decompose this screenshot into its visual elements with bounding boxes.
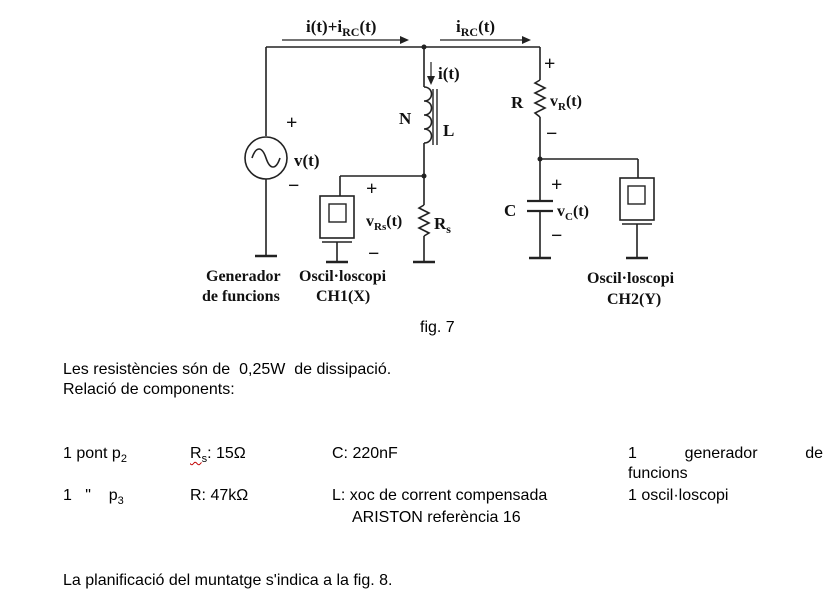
row1-generator: 1 generador de [628,444,823,463]
inductor-coil [423,86,433,144]
label-vr: vR(t) [550,93,582,113]
row1-capacitor: C: 220nF [332,445,398,462]
label-vc-plus: + [551,174,562,196]
row1-qty: 1 pont p2 [63,445,127,466]
row2-inductor-line1: L: xoc de corrent compensada [332,487,548,504]
label-v-plus: + [286,112,297,134]
label-vrs-plus: + [366,178,377,200]
label-c: C [504,201,516,220]
label-vc: vC(t) [557,203,589,223]
resistor-r [533,79,547,118]
resistor-rs [417,204,431,237]
junction-node-rc [537,156,543,162]
label-vrs: vRs(t) [366,213,402,233]
label-vt: v(t) [294,151,319,170]
label-generator-2: de funcions [202,288,280,305]
row2-resistor: R: 47kΩ [190,487,249,504]
label-generator-1: Generador [206,268,281,285]
label-vc-minus: − [551,225,562,247]
label-i-plus-irc: i(t)+iRC(t) [306,17,376,39]
label-vrs-minus: − [368,243,379,265]
oscilloscope-ch1-icon [319,195,355,239]
label-vr-minus: − [546,123,557,145]
row1-generator-word1: 1 [628,445,637,462]
label-rs: Rs [434,214,451,236]
label-osc1-2: CH1(X) [316,288,370,305]
row2-inductor-line2: ARISTON referència 16 [352,509,521,526]
row2-oscilloscope: 1 oscil·loscopi [628,487,729,504]
label-osc2-2: CH2(Y) [607,291,661,308]
label-irc: iRC(t) [456,17,495,39]
label-osc2-1: Oscil·loscopi [587,270,675,287]
junction-node-top [421,44,427,50]
row1-rs: Rs: 15Ω [190,445,246,466]
label-r: R [511,93,524,112]
label-i: i(t) [438,64,460,83]
components-heading: Relació de components: [63,381,235,398]
label-vr-plus: + [544,53,555,75]
circuit-diagram: i(t)+iRC(t) iRC(t) i(t) + v(t) − N L + v… [202,17,675,308]
dissipation-line: Les resistències són de 0,25W de dissipa… [63,361,392,378]
footer-note: La planificació del muntatge s'indica a … [63,572,393,589]
label-v-minus: − [288,175,299,197]
row1-generator-word2: generador [684,445,758,462]
label-l: L [443,121,454,140]
label-n: N [399,109,412,128]
figure-caption: fig. 7 [420,319,455,336]
row1-generator-continued: funcions [628,465,688,482]
row2-qty: 1 " p3 [63,487,124,508]
oscilloscope-ch2-icon [619,177,655,221]
label-osc1-1: Oscil·loscopi [299,268,387,285]
junction-node-rs [421,173,427,179]
row1-generator-word3: de [805,445,823,462]
